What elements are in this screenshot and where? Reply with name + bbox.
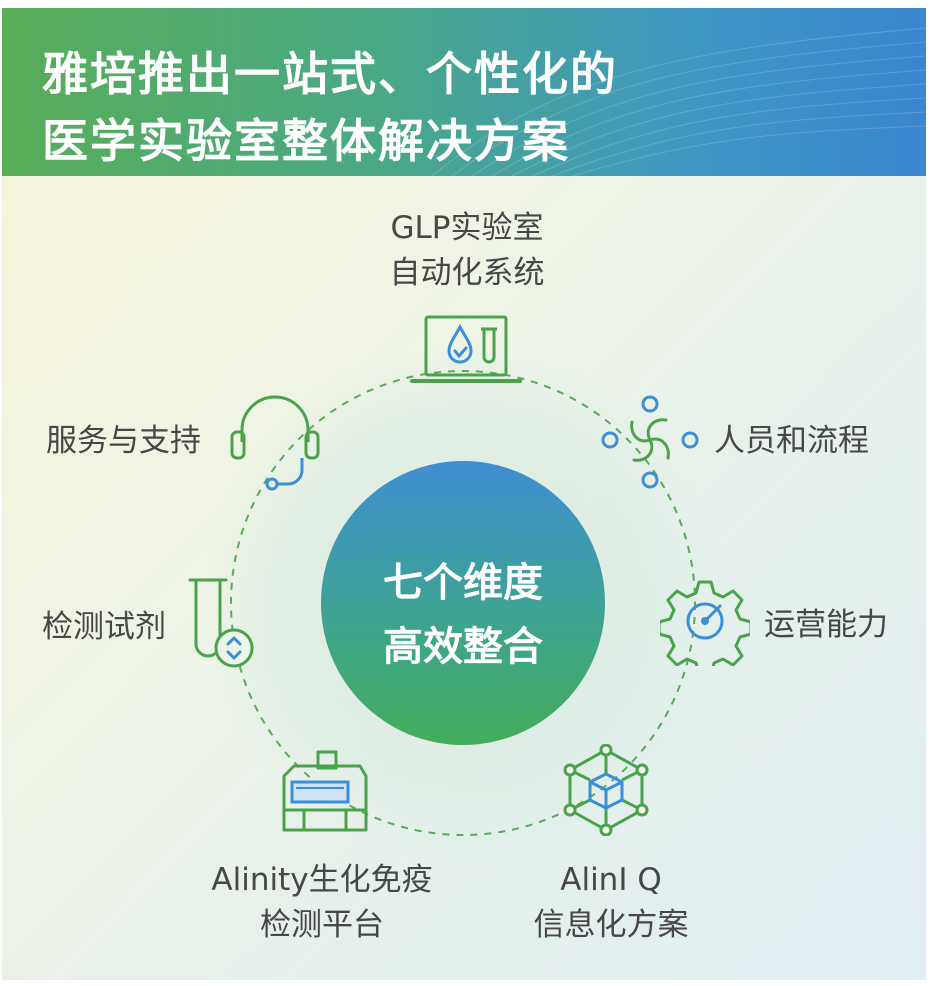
label-alinq: AlinI Q 信息化方案 [522,858,700,948]
diagram-background [205,345,721,861]
center-label-line-1: 七个维度 [383,560,543,606]
headset-icon [230,395,320,491]
label-operations-line-1: 运营能力 [764,607,888,643]
label-glp-line-1: GLP实验室 [390,210,544,246]
diagram-panel: 七个维度 高效整合 GLP实验室 自动化系统 人员和流程 [2,176,926,980]
label-reagents: 检测试剂 [42,605,166,650]
flow-swirl-icon [601,395,699,489]
network-cube-icon [563,744,649,836]
center-label-line-2: 高效整合 [383,624,543,670]
label-service-support: 服务与支持 [46,419,201,464]
label-alinq-line-2: 信息化方案 [533,906,689,943]
test-tube-icon [188,578,254,668]
laptop-droplet-icon [410,315,522,383]
label-service-line-1: 服务与支持 [46,423,201,459]
center-label: 七个维度 高效整合 [322,551,604,679]
label-alinity-line-1: Alinity生化免疫 [211,862,433,898]
label-people-process: 人员和流程 [714,419,869,464]
dashed-ring [230,370,696,836]
label-glp-automation: GLP实验室 自动化系统 [382,206,552,296]
header-banner: 雅培推出一站式、个性化的 医学实验室整体解决方案 [2,8,926,176]
label-alinity-platform: Alinity生化免疫 检测平台 [198,858,446,948]
page-title-line-2: 医学实验室整体解决方案 [42,114,570,168]
label-operations: 运营能力 [764,603,888,648]
label-alinq-line-1: AlinI Q [560,862,662,898]
analyzer-machine-icon [282,750,368,832]
header-wave-decoration [431,27,926,176]
gear-target-icon [660,580,750,666]
label-reagents-line-1: 检测试剂 [42,609,166,645]
label-alinity-line-2: 检测平台 [260,906,384,943]
center-circle [321,461,605,745]
label-people-line-1: 人员和流程 [714,423,869,459]
page-title-line-1: 雅培推出一站式、个性化的 [42,47,618,101]
label-glp-line-2: 自动化系统 [389,254,545,291]
